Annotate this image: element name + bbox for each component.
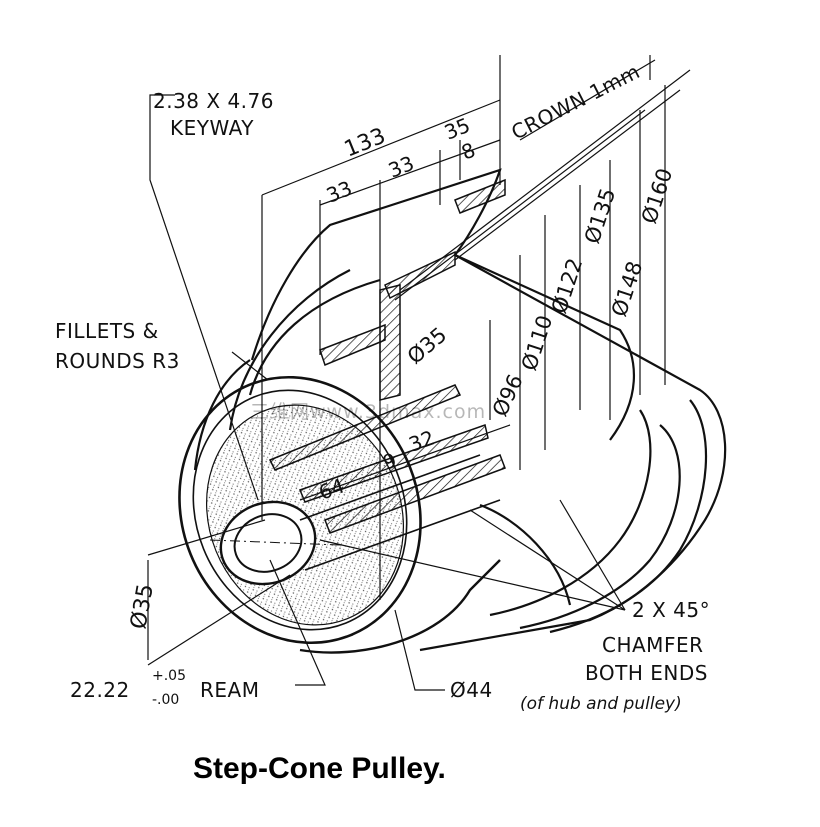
fillets-label: FILLETS & — [55, 319, 159, 343]
rim-section-top — [454, 178, 506, 214]
step-ring-3 — [519, 424, 681, 630]
rounds-label: ROUNDS R3 — [55, 349, 180, 373]
dim-dia-110: Ø110 — [517, 312, 557, 373]
front-disc-inner — [192, 389, 408, 631]
dimension-lines — [147, 55, 691, 691]
dim-133: 133 — [341, 124, 389, 163]
keyway-label: KEYWAY — [170, 116, 254, 140]
hub-dia-label: Ø44 — [450, 678, 493, 702]
chamfer-label: CHAMFER — [602, 633, 703, 657]
hub-bore — [209, 454, 501, 586]
back-ring-1 — [228, 269, 351, 431]
dim-dia-122: Ø122 — [547, 255, 587, 316]
back-ring-2 — [248, 278, 381, 396]
chamfer-note: (of hub and pulley) — [520, 694, 682, 714]
step-ring-5 — [479, 503, 572, 606]
step-ring-2 — [489, 409, 652, 617]
ream-tol-plus: +.05 — [152, 668, 186, 684]
rim-section-low — [319, 323, 386, 367]
bore-dia-label: Ø35 — [126, 582, 158, 631]
dim-dia-35-inner: Ø35 — [403, 323, 452, 369]
dim-dia-96: Ø96 — [488, 371, 528, 420]
dim-dia-148: Ø148 — [607, 258, 647, 319]
dim-8: 8 — [458, 138, 479, 165]
callouts: 2.38 X 4.76 KEYWAY FILLETS & ROUNDS R3 C… — [55, 59, 710, 785]
hub-section-low — [324, 454, 506, 534]
hub-section-top — [268, 384, 462, 471]
ream-value: 22.22 — [70, 678, 130, 702]
keyway-size-label: 2.38 X 4.76 — [153, 89, 274, 113]
web-section — [379, 284, 401, 401]
dim-33-b: 33 — [385, 151, 418, 183]
chamfer-size-label: 2 X 45° — [632, 598, 710, 622]
dim-dia-160: Ø160 — [637, 165, 677, 226]
step-ring-4 — [549, 399, 708, 634]
step-ring-1 — [454, 253, 635, 441]
ream-tol-minus: -.00 — [152, 692, 179, 708]
dim-dia-135: Ø135 — [580, 185, 620, 246]
dim-33-a: 33 — [323, 176, 356, 208]
ream-label: REAM — [200, 678, 259, 702]
figure-title: Step-Cone Pulley. — [193, 752, 446, 785]
crown-label: CROWN 1mm — [507, 59, 643, 144]
watermark: 三维网www.3dmax.com — [250, 401, 486, 423]
chamfer-both-ends: BOTH ENDS — [585, 661, 708, 685]
back-ring-3 — [193, 359, 251, 471]
